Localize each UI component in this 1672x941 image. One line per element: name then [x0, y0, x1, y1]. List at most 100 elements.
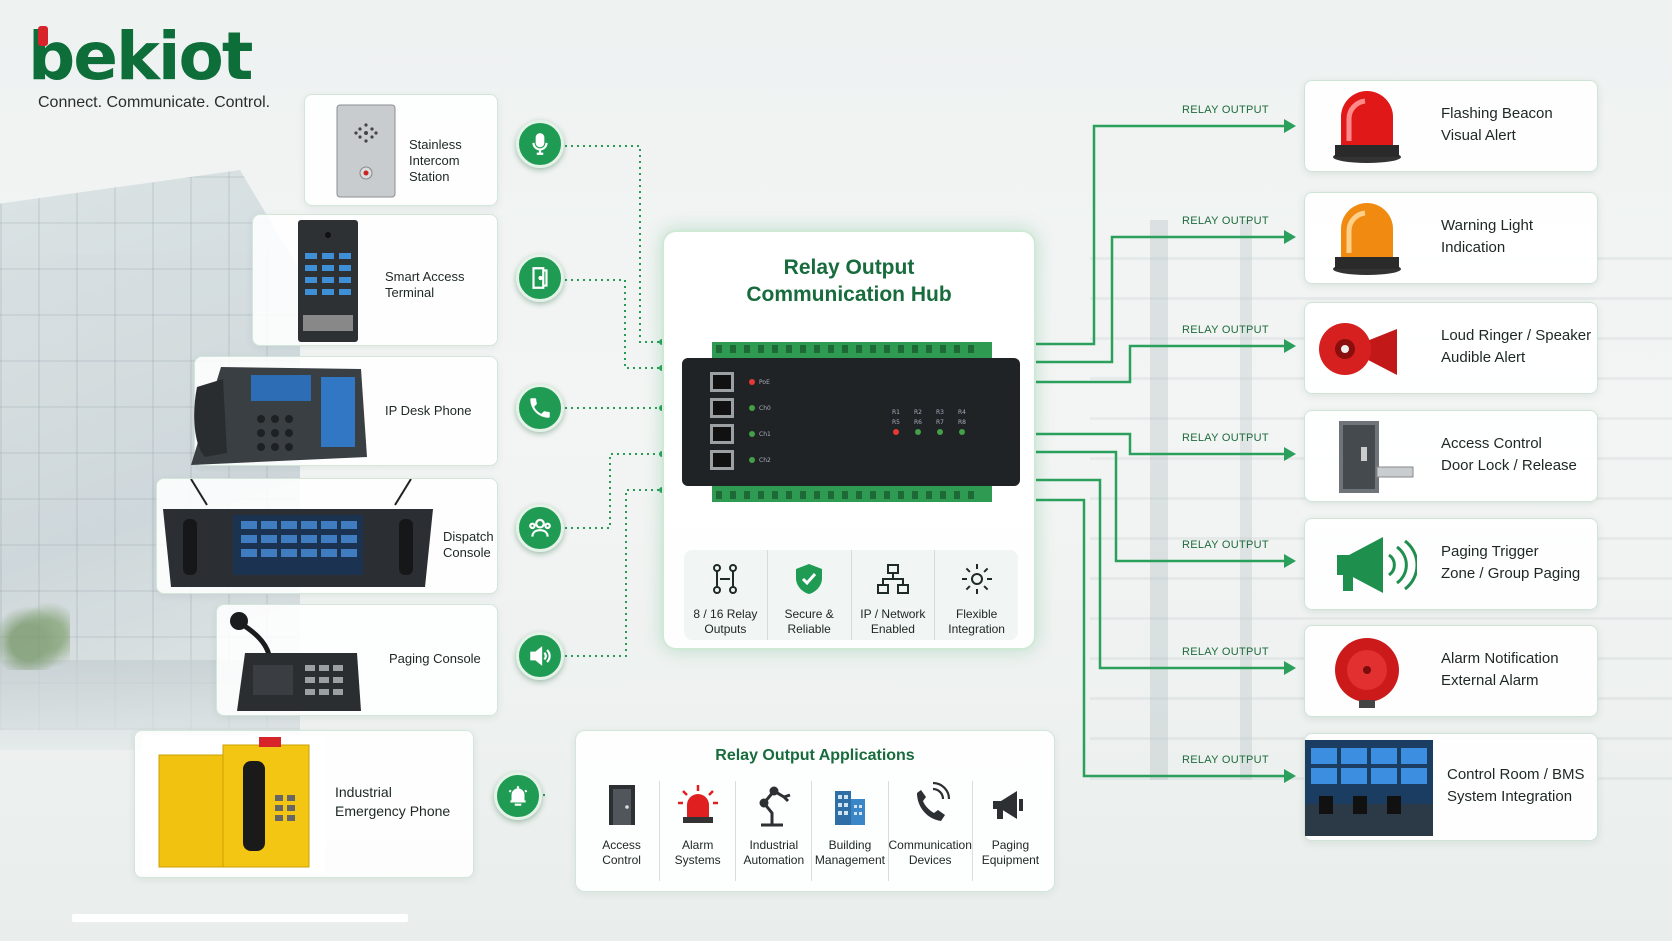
horn-speaker-icon [1319, 323, 1397, 375]
feature-label-line: 8 / 16 Relay [693, 607, 758, 621]
application-label-line: Access [602, 838, 641, 852]
application-label: Paging Equipment [973, 838, 1048, 868]
relay-label: R7 [936, 419, 944, 426]
input-label-line: Stainless [409, 137, 462, 152]
shield-check-icon [796, 564, 823, 594]
feature-integration: Flexible Integration [935, 550, 1018, 640]
relay-label: R6 [914, 419, 922, 426]
application-label-line: Equipment [981, 853, 1040, 867]
application-label-line: Alarm [682, 838, 714, 852]
hub-features: 8 / 16 Relay Outputs Secure & Reliable I… [684, 550, 1018, 640]
network-icon [876, 564, 909, 594]
feature-label: Flexible Integration [935, 607, 1018, 637]
output-label-line: Audible Alert [1441, 349, 1526, 366]
megaphone-icon [1337, 537, 1417, 593]
amber-beacon-icon [1333, 203, 1401, 275]
application-label-line: Automation [743, 853, 805, 867]
application-label: Alarm Systems [660, 838, 735, 868]
alarm-bell-icon [494, 772, 542, 820]
relay-output-tag: RELAY OUTPUT [1182, 215, 1269, 227]
building-icon [834, 791, 865, 825]
output-card-loud-ringer: Loud Ringer / Speaker Audible Alert [1304, 302, 1598, 394]
users-icon [516, 504, 564, 552]
input-label-line: Terminal [385, 285, 435, 300]
relay-label: R2 [914, 409, 922, 416]
connector-input-5 [565, 489, 662, 657]
output-card-warning-light: Warning Light Indication [1304, 192, 1598, 284]
application-label-line: Control [602, 853, 641, 867]
output-card-access-control: Access Control Door Lock / Release [1304, 410, 1598, 502]
input-label-line: Emergency Phone [335, 803, 451, 819]
input-label-line: Dispatch [443, 529, 494, 544]
logo-accent-mark [38, 26, 48, 46]
control-room-icon [1305, 740, 1433, 836]
application-label: Building Management [812, 838, 887, 868]
output-label-line: System Integration [1447, 788, 1573, 805]
application-label: Communication Devices [889, 838, 972, 868]
relay-output-tag: RELAY OUTPUT [1182, 432, 1269, 444]
output-label: Loud Ringer / Speaker Audible Alert [1441, 325, 1591, 369]
output-label-line: Access Control [1441, 435, 1542, 452]
door-icon [516, 254, 564, 302]
feature-label-line: Flexible [955, 607, 998, 621]
application-paging-equipment: Paging Equipment [973, 781, 1048, 881]
dispatch-console-icon [163, 479, 433, 587]
input-label: Smart Access Terminal [385, 269, 464, 301]
application-label-line: Devices [908, 853, 952, 867]
relay-output-tag: RELAY OUTPUT [1182, 754, 1269, 766]
relay-label: R4 [958, 409, 966, 416]
input-card-emergency-phone: Industrial Emergency Phone [134, 730, 474, 878]
application-communication-devices: Communication Devices [889, 781, 973, 881]
relay-output-tag: RELAY OUTPUT [1182, 646, 1269, 658]
output-card-flashing-beacon: Flashing Beacon Visual Alert [1304, 80, 1598, 172]
emergency-phone-icon [143, 735, 325, 873]
logo-wordmark: bekiot [28, 22, 270, 92]
input-card-smart-access: Smart Access Terminal [252, 214, 498, 346]
input-label: Paging Console [389, 651, 481, 667]
feature-label: IP / Network Enabled [852, 607, 935, 637]
feature-relay-outputs: 8 / 16 Relay Outputs [684, 550, 768, 640]
feature-label-line: Enabled [870, 622, 915, 636]
robot-arm-icon [759, 786, 791, 827]
speaker-icon [516, 632, 564, 680]
input-label-line: IP Desk Phone [385, 403, 472, 418]
siren-icon [677, 785, 718, 823]
output-card-control-room: Control Room / BMS System Integration [1304, 733, 1598, 841]
output-label: Alarm Notification External Alarm [1441, 648, 1559, 692]
hub-title: Relay Output Communication Hub [664, 254, 1034, 308]
application-industrial-automation: Industrial Automation [736, 781, 813, 881]
output-label-line: Door Lock / Release [1441, 457, 1577, 474]
phone-waves-icon [917, 781, 951, 821]
access-terminal-icon [298, 220, 358, 342]
port-label: Ch0 [759, 405, 771, 412]
input-card-paging: Paging Console [216, 604, 498, 716]
output-label-line: Alarm Notification [1441, 650, 1559, 667]
application-label-line: Systems [674, 853, 721, 867]
port-label: Ch2 [759, 457, 771, 464]
applications-panel: Relay Output Applications Access Control… [575, 730, 1055, 892]
relay-label: R3 [936, 409, 944, 416]
input-label-line: Paging Console [389, 651, 481, 666]
output-label-line: Zone / Group Paging [1441, 565, 1581, 582]
relay-output-tag: RELAY OUTPUT [1182, 324, 1269, 336]
input-card-dispatch: Dispatch Console [156, 478, 498, 594]
brand-logo: bekiot Connect. Communicate. Control. [28, 22, 270, 112]
feature-label: Secure & Reliable [768, 607, 851, 637]
microphone-icon [516, 120, 564, 168]
ip-desk-phone-icon [191, 367, 367, 465]
relay-label: R1 [892, 409, 900, 416]
feature-label: 8 / 16 Relay Outputs [684, 607, 767, 637]
application-access-control: Access Control [584, 781, 661, 881]
output-card-paging-trigger: Paging Trigger Zone / Group Paging [1304, 518, 1598, 610]
output-label: Flashing Beacon Visual Alert [1441, 103, 1553, 147]
input-label: Industrial Emergency Phone [335, 783, 450, 821]
feature-secure: Secure & Reliable [768, 550, 852, 640]
phone-icon [516, 384, 564, 432]
application-label-line: Communication [888, 838, 972, 852]
relay-controller-device: PoE Ch0 Ch1 Ch2 R1 R2 R3 R4 R5 R6 R7 R8 [682, 342, 1020, 502]
application-label-line: Building [828, 838, 872, 852]
relay-hub-panel: Relay Output Communication Hub PoE Ch0 C… [662, 230, 1036, 650]
port-label: Ch1 [759, 431, 771, 438]
relay-icon [713, 564, 738, 594]
input-card-ip-phone: IP Desk Phone [191, 356, 498, 466]
